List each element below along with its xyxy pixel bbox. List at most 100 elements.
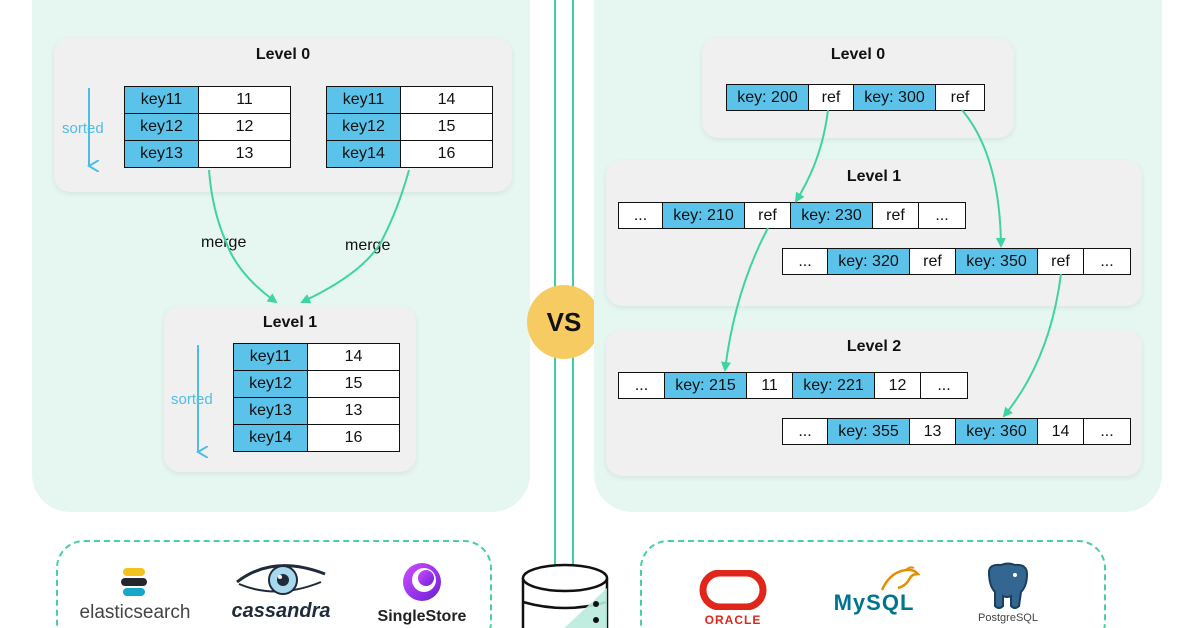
singlestore-logo: SingleStore bbox=[374, 560, 470, 626]
oracle-wordmark: ORACLE bbox=[704, 613, 762, 627]
mysql-wordmark: MySQL bbox=[833, 590, 915, 615]
r2a-cell-value-12: 12 bbox=[875, 373, 921, 398]
value-cell: 13 bbox=[307, 397, 400, 425]
r1a-cell-ellipsis-1: ... bbox=[619, 203, 663, 228]
left-level1-title: Level 1 bbox=[262, 314, 318, 331]
value-cell: 16 bbox=[307, 424, 400, 452]
r1b-cell-ellipsis-2: ... bbox=[1084, 249, 1130, 274]
r2b-cell-value-13: 13 bbox=[910, 419, 956, 444]
right-level1-title: Level 1 bbox=[846, 168, 902, 185]
key-cell: key12 bbox=[326, 113, 401, 141]
r1a-cell-ellipsis-2: ... bbox=[919, 203, 965, 228]
key-cell: key12 bbox=[233, 370, 308, 398]
elasticsearch-logo: elasticsearch bbox=[76, 568, 194, 624]
key-cell: key14 bbox=[326, 140, 401, 168]
value-cell: 14 bbox=[400, 86, 493, 114]
r1a-cell-key-230: key: 230 bbox=[791, 203, 873, 228]
r1a-cell-ref-2: ref bbox=[873, 203, 919, 228]
right-level2-title: Level 2 bbox=[846, 338, 902, 355]
database-icon bbox=[521, 563, 609, 628]
r0-cell-ref-2: ref bbox=[936, 85, 984, 110]
r2a-cell-ellipsis-1: ... bbox=[619, 373, 665, 398]
r1a-cell-ref-1: ref bbox=[745, 203, 791, 228]
value-cell: 14 bbox=[307, 343, 400, 371]
r2a-cell-key-215: key: 215 bbox=[665, 373, 747, 398]
value-cell: 15 bbox=[400, 113, 493, 141]
right-level1-card: Level 1 bbox=[606, 160, 1142, 306]
r2b-cell-key-360: key: 360 bbox=[956, 419, 1038, 444]
r0-cell-key-200: key: 200 bbox=[727, 85, 809, 110]
right-level2-strip-b: ... key: 355 13 key: 360 14 ... bbox=[782, 418, 1131, 445]
value-cell: 11 bbox=[198, 86, 291, 114]
cassandra-logo: cassandra bbox=[226, 560, 336, 623]
r2a-cell-ellipsis-2: ... bbox=[921, 373, 967, 398]
left-level0-title: Level 0 bbox=[255, 46, 311, 63]
r1b-cell-ellipsis-1: ... bbox=[783, 249, 828, 274]
left-level0-sorted-label: sorted bbox=[62, 120, 104, 137]
r0-cell-ref-1: ref bbox=[809, 85, 854, 110]
postgres-logo: PostgreSQL bbox=[960, 562, 1056, 624]
merge-label-right: merge bbox=[345, 237, 391, 254]
r0-cell-key-300: key: 300 bbox=[854, 85, 936, 110]
cassandra-wordmark: cassandra bbox=[231, 600, 331, 622]
mysql-logo: MySQL bbox=[818, 566, 930, 616]
right-level1-strip-b: ... key: 320 ref key: 350 ref ... bbox=[782, 248, 1131, 275]
right-level0-strip: key: 200 ref key: 300 ref bbox=[726, 84, 985, 111]
key-cell: key11 bbox=[124, 86, 199, 114]
right-level2-strip-a: ... key: 215 11 key: 221 12 ... bbox=[618, 372, 968, 399]
singlestore-icon bbox=[403, 563, 441, 601]
r1b-cell-ref-1: ref bbox=[910, 249, 956, 274]
right-logo-box bbox=[640, 540, 1106, 628]
key-cell: key11 bbox=[326, 86, 401, 114]
r2a-cell-key-221: key: 221 bbox=[793, 373, 875, 398]
value-cell: 15 bbox=[307, 370, 400, 398]
vs-badge: VS bbox=[527, 285, 601, 359]
r2b-cell-value-14: 14 bbox=[1038, 419, 1084, 444]
r1b-cell-ref-2: ref bbox=[1038, 249, 1084, 274]
key-cell: key14 bbox=[233, 424, 308, 452]
r2b-cell-ellipsis-1: ... bbox=[783, 419, 828, 444]
r2b-cell-key-355: key: 355 bbox=[828, 419, 910, 444]
r1b-cell-key-320: key: 320 bbox=[828, 249, 910, 274]
r2b-cell-ellipsis-2: ... bbox=[1084, 419, 1130, 444]
right-level1-strip-a: ... key: 210 ref key: 230 ref ... bbox=[618, 202, 966, 229]
postgres-wordmark: PostgreSQL bbox=[978, 612, 1038, 624]
left-logo-box bbox=[56, 540, 492, 628]
elephant-icon bbox=[987, 562, 1029, 609]
r1b-cell-key-350: key: 350 bbox=[956, 249, 1038, 274]
r2a-cell-value-11: 11 bbox=[747, 373, 793, 398]
singlestore-wordmark: SingleStore bbox=[377, 608, 467, 625]
value-cell: 12 bbox=[198, 113, 291, 141]
key-cell: key13 bbox=[233, 397, 308, 425]
key-cell: key12 bbox=[124, 113, 199, 141]
cassandra-eye-icon bbox=[236, 564, 326, 595]
value-cell: 13 bbox=[198, 140, 291, 168]
oracle-icon bbox=[699, 570, 767, 610]
value-cell: 16 bbox=[400, 140, 493, 168]
left-level1-sorted-label: sorted bbox=[171, 391, 213, 408]
oracle-logo: ORACLE bbox=[690, 570, 776, 627]
key-cell: key13 bbox=[124, 140, 199, 168]
right-level2-card: Level 2 bbox=[606, 330, 1142, 476]
right-level0-title: Level 0 bbox=[830, 46, 886, 63]
elasticsearch-icon bbox=[121, 568, 147, 596]
dolphin-icon bbox=[880, 566, 920, 591]
key-cell: key11 bbox=[233, 343, 308, 371]
merge-label-left: merge bbox=[201, 234, 247, 251]
r1a-cell-key-210: key: 210 bbox=[663, 203, 745, 228]
elasticsearch-wordmark: elasticsearch bbox=[79, 602, 191, 623]
